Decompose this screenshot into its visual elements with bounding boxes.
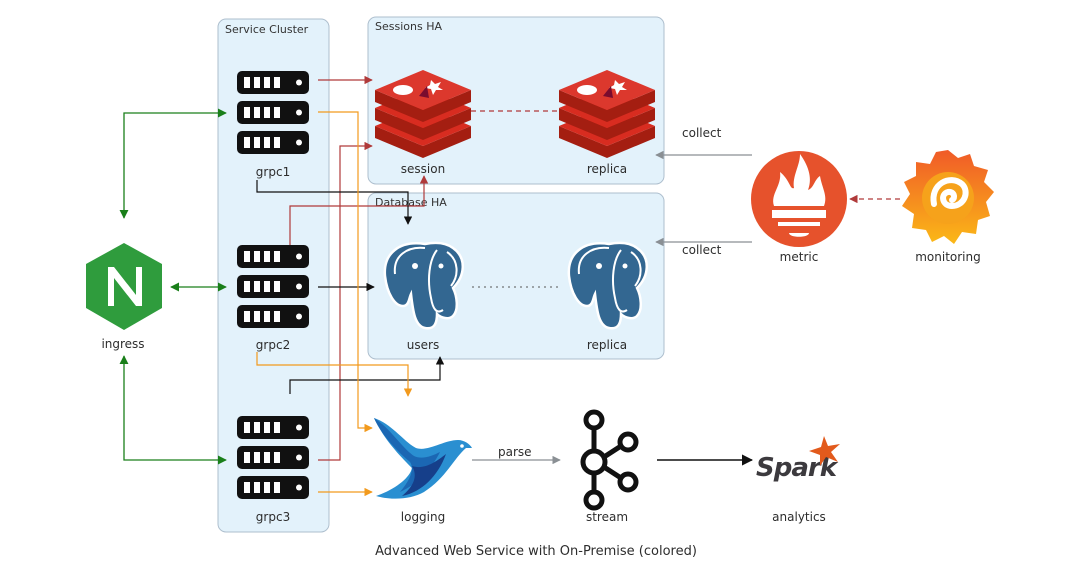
ingress-label: ingress <box>101 337 144 351</box>
node-users-replica[interactable]: replica <box>567 241 649 352</box>
edge-label-collect-sessions: collect <box>682 126 722 140</box>
grpc2-label: grpc2 <box>256 338 290 352</box>
server-rack-icon <box>237 245 309 328</box>
node-grpc1[interactable]: grpc1 <box>237 71 309 179</box>
node-analytics[interactable]: Spark analytics <box>756 436 840 524</box>
node-logging[interactable]: logging <box>374 418 472 524</box>
spark-icon: Spark <box>756 436 840 483</box>
metric-label: metric <box>780 250 819 264</box>
svg-text:Spark: Spark <box>756 453 839 483</box>
prometheus-icon <box>751 151 847 247</box>
nginx-icon <box>86 243 162 330</box>
fluentd-icon <box>374 418 472 499</box>
edge-ingress-grpc1 <box>119 108 227 219</box>
node-monitoring[interactable]: monitoring <box>902 150 994 264</box>
edge-grpc3-users <box>289 356 445 394</box>
session-replica-label: replica <box>587 162 627 176</box>
node-grpc2[interactable]: grpc2 <box>237 245 309 352</box>
sessions-cluster-label: Sessions HA <box>375 20 442 33</box>
kafka-icon <box>580 409 639 511</box>
edge-label-collect-database: collect <box>682 243 722 257</box>
node-session[interactable]: session <box>375 70 471 176</box>
edge-grpc2-session <box>289 175 429 245</box>
node-stream[interactable]: stream <box>580 409 639 524</box>
users-replica-label: replica <box>587 338 627 352</box>
edge-grpc3-session <box>318 141 373 461</box>
grpc1-label: grpc1 <box>256 165 290 179</box>
grpc3-label: grpc3 <box>256 510 290 524</box>
edge-label-parse: parse <box>498 445 532 459</box>
stream-label: stream <box>586 510 628 524</box>
server-rack-icon <box>237 71 309 154</box>
monitoring-label: monitoring <box>915 250 981 264</box>
analytics-label: analytics <box>772 510 826 524</box>
edge-ingress-grpc3 <box>119 355 227 465</box>
session-label: session <box>401 162 445 176</box>
node-metric[interactable]: metric <box>751 151 847 264</box>
logging-label: logging <box>401 510 445 524</box>
users-label: users <box>407 338 439 352</box>
edge-grpc2-logging <box>256 352 413 397</box>
node-users[interactable]: users <box>383 241 465 352</box>
grafana-icon <box>902 150 994 244</box>
diagram-title: Advanced Web Service with On-Premise (co… <box>375 544 697 559</box>
server-rack-icon <box>237 416 309 499</box>
node-session-replica[interactable]: replica <box>559 70 655 176</box>
node-grpc3[interactable]: grpc3 <box>237 416 309 524</box>
service-cluster-label: Service Cluster <box>225 23 309 36</box>
edge-grpc1-users <box>256 180 413 225</box>
database-cluster-label: Database HA <box>375 196 447 209</box>
edge-grpc1-logging <box>318 111 373 433</box>
node-ingress[interactable]: ingress <box>86 243 162 351</box>
